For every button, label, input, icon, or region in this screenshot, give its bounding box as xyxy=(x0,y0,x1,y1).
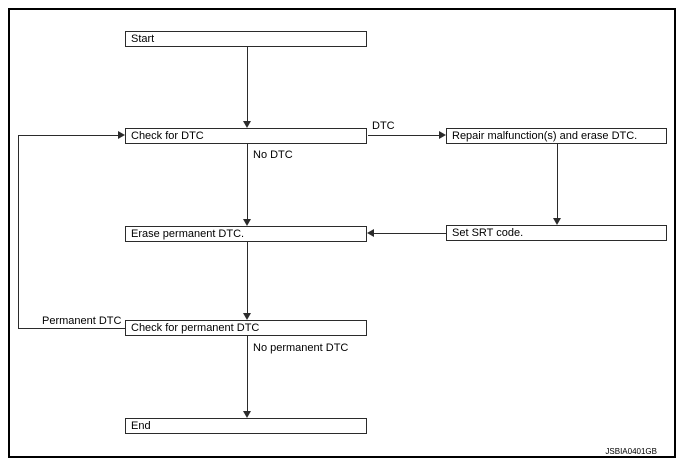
edge-start-to-check-dtc xyxy=(247,47,248,122)
edge-erase-to-check-permanent xyxy=(247,242,248,313)
arrowhead-down-icon xyxy=(243,411,251,418)
arrowhead-down-icon xyxy=(553,218,561,225)
arrowhead-right-icon xyxy=(118,131,125,139)
arrowhead-down-icon xyxy=(243,313,251,320)
edge-repair-to-set-srt xyxy=(557,144,558,218)
node-check-dtc: Check for DTC xyxy=(125,128,367,144)
edge-label-no-permanent-dtc: No permanent DTC xyxy=(253,342,349,354)
node-end: End xyxy=(125,418,367,434)
edge-loop-vertical xyxy=(18,135,19,329)
edge-check-permanent-to-end xyxy=(247,336,248,411)
edge-label-no-dtc: No DTC xyxy=(253,149,293,161)
figure-code: JSBIA0401GB xyxy=(605,447,657,456)
arrowhead-down-icon xyxy=(243,121,251,128)
edge-label-permanent-dtc: Permanent DTC xyxy=(42,315,122,327)
node-set-srt: Set SRT code. xyxy=(446,225,667,241)
arrowhead-down-icon xyxy=(243,219,251,226)
node-start: Start xyxy=(125,31,367,47)
node-repair-erase: Repair malfunction(s) and erase DTC. xyxy=(446,128,667,144)
edge-check-dtc-to-repair xyxy=(368,135,439,136)
edge-loop-top xyxy=(18,135,118,136)
edge-check-dtc-to-erase xyxy=(247,144,248,219)
node-check-permanent: Check for permanent DTC xyxy=(125,320,367,336)
node-erase-permanent: Erase permanent DTC. xyxy=(125,226,367,242)
arrowhead-left-icon xyxy=(367,229,374,237)
edge-set-srt-to-erase xyxy=(374,233,446,234)
edge-label-dtc: DTC xyxy=(372,120,395,132)
arrowhead-right-icon xyxy=(439,131,446,139)
edge-loop-bottom xyxy=(18,328,125,329)
